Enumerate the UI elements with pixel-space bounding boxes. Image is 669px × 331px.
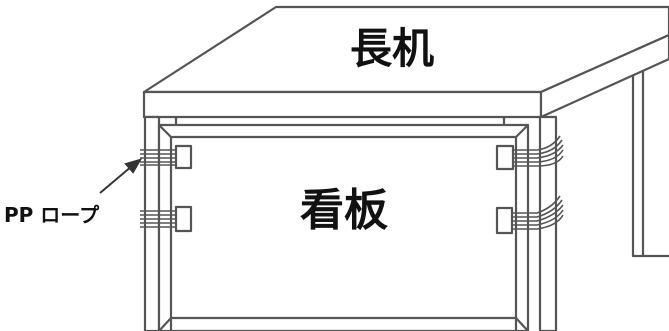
- desk-label: 長机: [350, 24, 434, 73]
- pp-rope-label: PP ロープ: [4, 203, 100, 227]
- rope-left-bottom: [140, 210, 176, 228]
- desk-top-edge: [142, 90, 543, 119]
- rope-block-right-top: [495, 144, 515, 171]
- desk-leg-back: [631, 75, 669, 258]
- rope-pointer-arrow: [99, 158, 143, 194]
- rope-right-top: [513, 135, 564, 167]
- rope-left-top: [140, 149, 176, 166]
- rope-block-left-bottom: [174, 205, 193, 233]
- sign-board: [157, 123, 530, 331]
- rope-right-bottom: [512, 195, 564, 230]
- rope-block-right-bottom: [495, 206, 514, 235]
- rope-block-left-top: [174, 144, 193, 170]
- desk-leg-left: [143, 115, 161, 331]
- desk-top-side: [539, 33, 669, 119]
- sign-label: 看板: [300, 185, 388, 236]
